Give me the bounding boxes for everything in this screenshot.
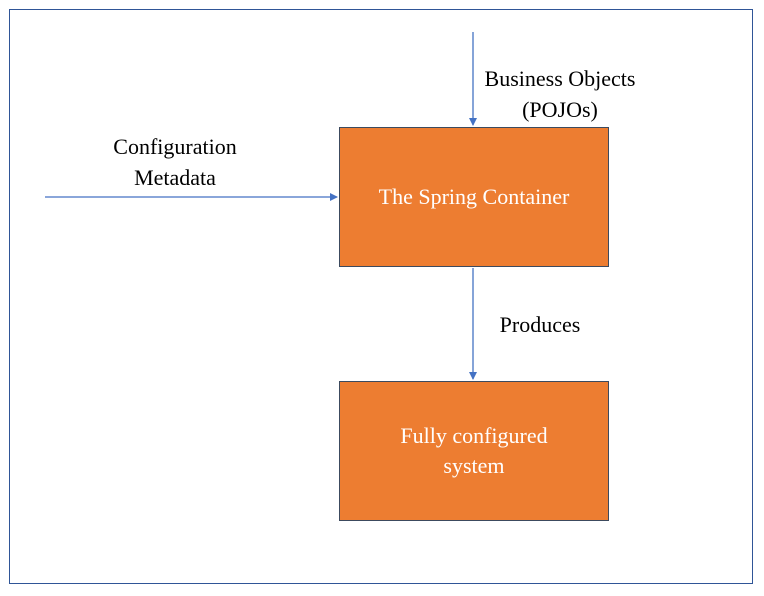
produces-label: Produces — [499, 312, 581, 337]
configured-system-box: Fully configured system — [339, 381, 609, 521]
spring-container-box: The Spring Container — [339, 127, 609, 267]
spring-container-label: The Spring Container — [378, 184, 570, 209]
business-objects-label: Business Objects (POJOs) — [484, 66, 636, 122]
configuration-metadata-label: Configuration Metadata — [113, 134, 237, 190]
configured-system-label: Fully configured system — [400, 423, 548, 478]
